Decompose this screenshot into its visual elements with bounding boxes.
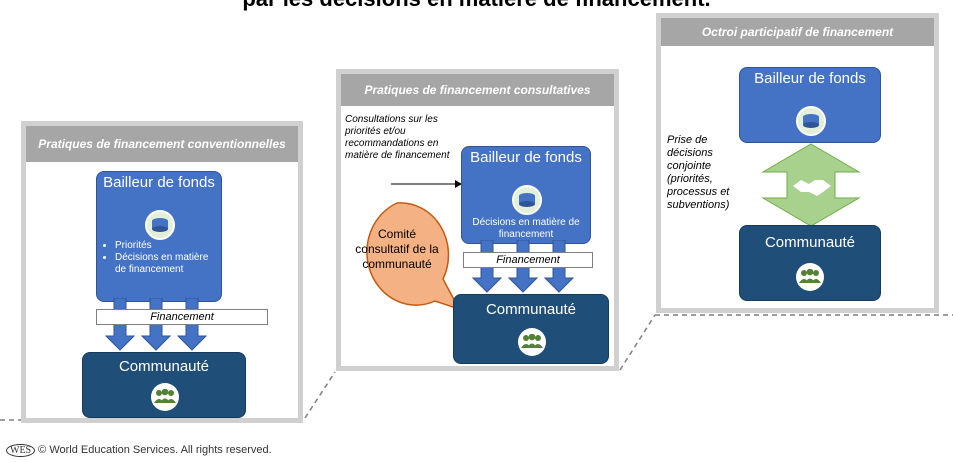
community-box: Communauté xyxy=(739,225,881,301)
bullet-priorities: Priorités xyxy=(115,240,215,252)
funder-label: Bailleur de fonds xyxy=(754,70,866,87)
copyright-text: © World Education Services. All rights r… xyxy=(38,444,272,456)
community-box: Communauté xyxy=(82,352,246,418)
people-icon xyxy=(151,383,179,411)
footer: WES © World Education Services. All righ… xyxy=(6,444,272,457)
community-label: Communauté xyxy=(118,358,210,375)
people-icon xyxy=(796,263,824,291)
decisions-label: Décisions en matière de financement xyxy=(472,217,580,240)
coins-icon xyxy=(145,210,175,240)
committee-bubble-shape xyxy=(366,202,461,311)
page-title: par les décisions en matière de financem… xyxy=(0,0,953,12)
funder-label: Bailleur de fonds xyxy=(470,149,582,166)
panel-conventional: Pratiques de financement conventionnelle… xyxy=(21,121,303,423)
community-box: Communauté xyxy=(453,294,609,364)
funder-box: Bailleur de fonds Décisions en matière d… xyxy=(461,146,591,244)
funder-box: Bailleur de fonds Priorités Décisions en… xyxy=(96,171,222,302)
panel-header: Pratiques de financement conventionnelle… xyxy=(26,126,298,162)
funder-box: Bailleur de fonds xyxy=(739,67,881,143)
panel-header: Octroi participatif de financement xyxy=(661,18,934,46)
financing-bar: Financement xyxy=(96,309,268,325)
handshake-icon xyxy=(793,180,831,196)
community-label: Communauté xyxy=(485,301,577,318)
financing-bar: Financement xyxy=(463,252,593,268)
committee-label: Comité consultatif de la communauté xyxy=(355,227,439,271)
down-arrows xyxy=(104,298,208,351)
bullet-decisions: Décisions en matière de financement xyxy=(115,252,215,276)
panel-consultative: Pratiques de financement consultatives C… xyxy=(336,69,619,371)
joint-decision-note: Prise de décisions conjointe (priorités,… xyxy=(667,134,730,211)
community-label: Communauté xyxy=(764,234,856,251)
wes-logo: WES xyxy=(6,444,36,457)
note-arrow xyxy=(391,180,462,188)
panel-participatory: Octroi participatif de financement Baill… xyxy=(656,13,939,313)
funder-label: Bailleur de fonds xyxy=(103,174,215,191)
consultation-note: Consultations sur les priorités et/ou re… xyxy=(345,114,450,161)
funder-bullets: Priorités Décisions en matière de financ… xyxy=(97,240,215,276)
coins-icon xyxy=(796,106,826,136)
people-icon xyxy=(518,328,546,356)
panel-header: Pratiques de financement consultatives xyxy=(341,74,614,106)
coins-icon xyxy=(512,185,542,215)
